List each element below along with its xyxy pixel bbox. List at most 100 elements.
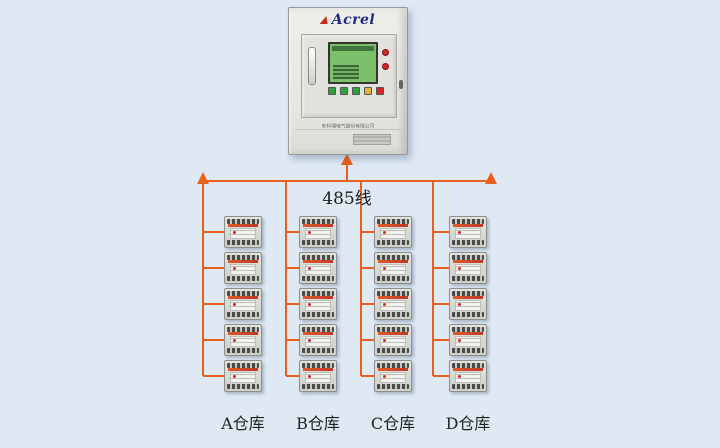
panel-button-red [376, 87, 384, 95]
led-indicator [383, 267, 386, 270]
status-stripe [378, 296, 408, 299]
terminal-strip-bottom [302, 312, 334, 317]
warehouse-label-c: C仓库 [370, 414, 416, 433]
terminal-strip-top [377, 327, 409, 332]
monitoring-cabinet: Acrel 安科瑞电气股份有限公司 [288, 7, 408, 155]
red-led-icon [382, 63, 389, 70]
meter-face [305, 264, 331, 275]
bus-arrow-left-icon [197, 172, 209, 184]
power-meter [374, 288, 412, 320]
status-stripe [378, 260, 408, 263]
meter-face [455, 372, 481, 383]
power-meter [449, 288, 487, 320]
column-feed-a [202, 181, 224, 377]
terminal-strip-top [227, 327, 259, 332]
terminal-strip-bottom [452, 312, 484, 317]
bus-label-485: 485线 [322, 189, 372, 209]
meter-face [455, 228, 481, 239]
meter-face [305, 372, 331, 383]
led-indicator [233, 339, 236, 342]
power-meter [449, 216, 487, 248]
panel-button-yellow [364, 87, 372, 95]
bus-arrow-right-icon [485, 172, 497, 184]
cabinet-footer-text: 安科瑞电气股份有限公司 [321, 123, 375, 130]
terminal-strip-top [227, 255, 259, 260]
led-indicator [233, 231, 236, 234]
terminal-strip-bottom [377, 276, 409, 281]
status-stripe [453, 224, 483, 227]
led-indicator [308, 231, 311, 234]
meter-face [305, 228, 331, 239]
terminal-strip-top [227, 291, 259, 296]
status-stripe [303, 260, 333, 263]
meter-face [230, 300, 256, 311]
terminal-strip-top [452, 327, 484, 332]
status-stripe [453, 332, 483, 335]
terminal-strip-top [302, 363, 334, 368]
meter-face [305, 336, 331, 347]
status-stripe [378, 224, 408, 227]
meter-face [230, 228, 256, 239]
cabinet-front-panel [301, 34, 397, 118]
terminal-strip-top [452, 255, 484, 260]
power-meter [374, 324, 412, 356]
terminal-strip-bottom [377, 384, 409, 389]
status-stripe [228, 296, 258, 299]
terminal-strip-top [377, 219, 409, 224]
led-indicator [233, 267, 236, 270]
status-stripe [453, 260, 483, 263]
terminal-strip-top [377, 255, 409, 260]
terminal-strip-top [302, 255, 334, 260]
led-indicator [383, 375, 386, 378]
led-indicator [308, 267, 311, 270]
terminal-strip-bottom [227, 348, 259, 353]
power-meter [449, 324, 487, 356]
led-indicator [458, 339, 461, 342]
terminal-strip-bottom [302, 276, 334, 281]
status-stripe [378, 332, 408, 335]
door-seam [295, 129, 401, 130]
led-indicator [308, 303, 311, 306]
power-meter [374, 360, 412, 392]
terminal-strip-top [377, 291, 409, 296]
power-meter [299, 288, 337, 320]
power-meter [299, 216, 337, 248]
status-stripe [453, 368, 483, 371]
led-indicator [308, 339, 311, 342]
panel-button-green [352, 87, 360, 95]
terminal-strip-bottom [302, 240, 334, 245]
warehouse-label-b: B仓库 [296, 414, 340, 433]
power-meter [224, 288, 262, 320]
power-meter [374, 252, 412, 284]
door-handle [399, 80, 403, 89]
led-indicator [308, 375, 311, 378]
terminal-strip-bottom [302, 384, 334, 389]
terminal-strip-bottom [452, 240, 484, 245]
panel-button-green [340, 87, 348, 95]
terminal-strip-top [377, 363, 409, 368]
power-meter [449, 360, 487, 392]
led-indicator [458, 303, 461, 306]
terminal-strip-bottom [377, 240, 409, 245]
status-stripe [303, 224, 333, 227]
terminal-strip-top [302, 327, 334, 332]
meter-face [380, 264, 406, 275]
meter-face [230, 372, 256, 383]
terminal-strip-top [227, 219, 259, 224]
meter-face [455, 300, 481, 311]
terminal-strip-bottom [377, 348, 409, 353]
terminal-strip-bottom [377, 312, 409, 317]
brand-logo: Acrel [289, 12, 407, 28]
column-feed-b [285, 181, 299, 377]
terminal-strip-bottom [452, 348, 484, 353]
terminal-strip-bottom [227, 276, 259, 281]
terminal-strip-bottom [302, 348, 334, 353]
acrel-logo-icon [319, 16, 331, 24]
bus-arrow-center-icon [341, 153, 353, 165]
power-meter [299, 252, 337, 284]
column-feed-d [432, 181, 449, 377]
led-indicator [233, 375, 236, 378]
column-feed-c [360, 181, 374, 377]
meter-column-b [299, 216, 337, 392]
